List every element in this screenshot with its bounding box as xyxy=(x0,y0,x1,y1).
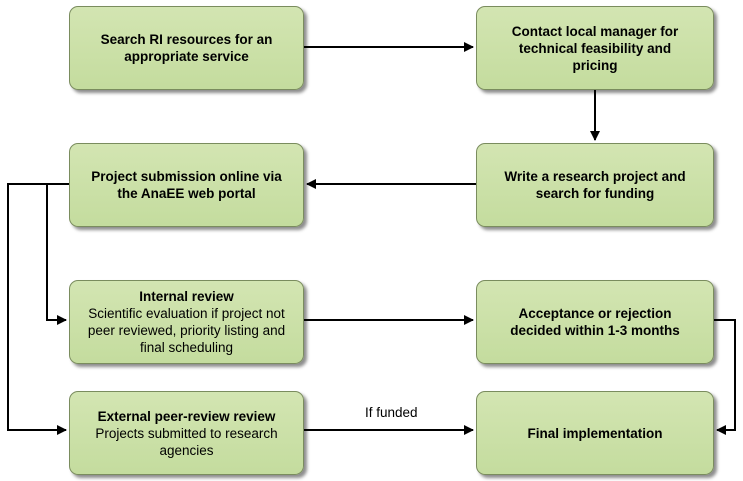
if-funded-label: If funded xyxy=(365,405,418,420)
acceptance-box: Acceptance or rejection decided within 1… xyxy=(476,280,714,364)
search-resources-box: Search RI resources for an appropriate s… xyxy=(69,6,304,90)
internal-review-box: Internal review Scientific evaluation if… xyxy=(69,280,304,364)
arrow-acceptance-to-final xyxy=(714,319,736,435)
external-review-title: External peer-review review xyxy=(97,408,276,424)
search-resources-title: Search RI resources for an appropriate s… xyxy=(100,32,273,64)
project-submission-box: Project submission online via the AnaEE … xyxy=(69,143,304,227)
internal-review-desc: Scientific evaluation if project not pee… xyxy=(87,306,286,355)
contact-manager-title: Contact local manager for technical feas… xyxy=(511,23,679,73)
internal-review-title: Internal review xyxy=(139,289,234,304)
external-review-box: External peer-review review Projects sub… xyxy=(69,391,304,475)
contact-manager-box: Contact local manager for technical feas… xyxy=(476,6,714,90)
project-submission-title: Project submission online via the AnaEE … xyxy=(91,169,282,201)
final-implementation-box: Final implementation xyxy=(476,391,714,475)
arrow-submission-to-external xyxy=(7,183,69,435)
write-project-box: Write a research project and search for … xyxy=(476,143,714,227)
final-implementation-title: Final implementation xyxy=(527,425,663,441)
arrow-submission-to-internal xyxy=(46,183,69,325)
external-review-desc: Projects submitted to research agencies xyxy=(95,425,278,458)
acceptance-title: Acceptance or rejection decided within 1… xyxy=(510,306,680,338)
write-project-title: Write a research project and search for … xyxy=(504,169,686,201)
